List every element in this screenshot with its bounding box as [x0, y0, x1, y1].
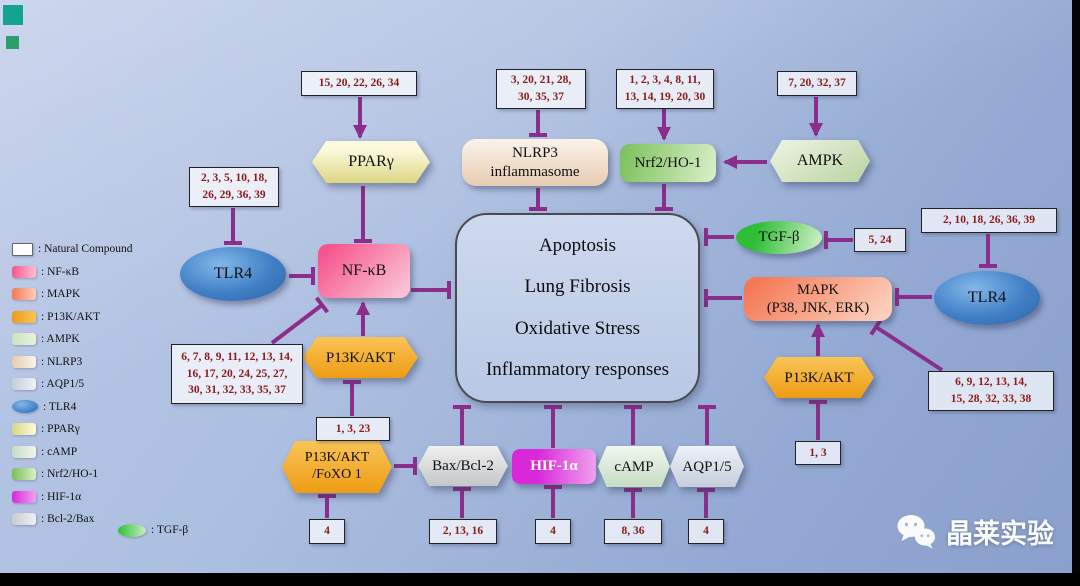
- legend-label: : Natural Compound: [38, 243, 133, 255]
- legend-item-aqp1-5: : AQP1/5: [12, 378, 133, 390]
- legend-label: : NLRP3: [41, 355, 83, 368]
- legend-label: : HIF-1α: [41, 490, 82, 503]
- bottom-black-bar: [0, 573, 1080, 586]
- node-pi3k-akt-left-label: P13K/AKT: [303, 337, 418, 378]
- compound-box-hif: 4: [535, 519, 571, 544]
- legend-label: : NF-κB: [41, 265, 80, 278]
- compound-box-nfkb: 6, 7, 8, 9, 11, 12, 13, 14, 16, 17, 20, …: [171, 344, 303, 404]
- legend-item-pparg: : PPARγ: [12, 423, 133, 435]
- legend-label: : P13K/AKT: [41, 310, 101, 323]
- compound-box-bax: 2, 13, 16: [429, 519, 497, 544]
- node-pi3k-akt-left: P13K/AKT: [303, 337, 418, 378]
- node-tlr4-right: TLR4: [934, 271, 1040, 325]
- outcome-apoptosis: Apoptosis: [538, 234, 617, 256]
- legend-label: : cAMP: [41, 445, 78, 458]
- nfkb-swatch: [12, 265, 36, 278]
- camp-swatch: [12, 445, 36, 458]
- corner-marker-bottom: [6, 36, 19, 49]
- node-mapk: MAPK (P38, JNK, ERK): [744, 277, 892, 321]
- aqp-swatch: [12, 378, 36, 390]
- pparg-swatch: [12, 423, 36, 435]
- compound-box-tgfb: 5, 24: [854, 228, 906, 252]
- node-camp: cAMP: [598, 446, 670, 487]
- legend-item-ampk: : AMPK: [12, 333, 133, 345]
- mapk-swatch: [12, 288, 36, 300]
- node-pi3k-akt-right-label: P13K/AKT: [764, 357, 874, 398]
- tlr4-swatch: [12, 400, 38, 413]
- compound-box-nlrp3: 3, 20, 21, 28, 30, 35, 37: [496, 69, 586, 109]
- node-nrf2-ho1: Nrf2/HO-1: [620, 144, 716, 182]
- node-pi3k-akt-right: P13K/AKT: [764, 357, 874, 398]
- compound-box-pi3k-left: 1, 3, 23: [316, 417, 390, 441]
- legend-label: : AQP1/5: [41, 378, 85, 390]
- nlrp3-swatch: [12, 355, 36, 368]
- compound-box-pparg: 15, 20, 22, 26, 34: [301, 71, 417, 96]
- legend-label: : TLR4: [43, 400, 77, 413]
- legend-item-natural-compound: : Natural Compound: [12, 242, 133, 256]
- legend-item-bcl2-bax: : Bcl-2/Bax: [12, 513, 133, 525]
- legend-item-nrf2-ho1: : Nrf2/HO-1: [12, 468, 133, 480]
- legend-label: : MAPK: [41, 288, 81, 300]
- legend-item-pi3k-akt: : P13K/AKT: [12, 310, 133, 323]
- edge-compounds-inhibit-mapk: [869, 318, 944, 372]
- legend-label: : PPARγ: [41, 423, 80, 435]
- node-ampk-label: AMPK: [770, 140, 870, 182]
- node-hif1a: HIF-1α: [512, 449, 596, 484]
- legend-item-tlr4: : TLR4: [12, 400, 133, 413]
- legend-item-nfkb: : NF-κB: [12, 265, 133, 278]
- node-tlr4-left: TLR4: [180, 247, 286, 301]
- node-pparg-label: PPARγ: [312, 141, 430, 183]
- outcome-oxidative-stress: Oxidative Stress: [514, 317, 641, 339]
- node-aqp1-5-label: AQP1/5: [670, 446, 744, 487]
- node-bax-bcl2: Bax/Bcl-2: [418, 446, 508, 486]
- node-camp-label: cAMP: [598, 446, 670, 487]
- outcome-lung-fibrosis: Lung Fibrosis: [524, 276, 631, 298]
- compound-box-mapk: 6, 9, 12, 13, 14, 15, 28, 32, 33, 38: [928, 371, 1054, 411]
- node-pparg: PPARγ: [312, 141, 430, 183]
- pi3k-swatch: [12, 310, 36, 323]
- legend-label: : Nrf2/HO-1: [41, 468, 99, 480]
- compound-box-camp: 8, 36: [604, 519, 662, 544]
- legend-label: : Bcl-2/Bax: [41, 513, 95, 525]
- legend-item-nlrp3: : NLRP3: [12, 355, 133, 368]
- hif-swatch: [12, 490, 36, 503]
- legend-item-hif1a: : HIF-1α: [12, 490, 133, 503]
- compound-box-aqp: 4: [688, 519, 724, 544]
- ampk-swatch: [12, 333, 36, 345]
- legend: : Natural Compound : NF-κB : MAPK : P13K…: [12, 242, 133, 525]
- compound-box-foxo: 4: [309, 519, 345, 544]
- node-pi3k-akt-foxo1-label: P13K/AKT /FoXO 1: [282, 441, 392, 493]
- node-pi3k-akt-foxo1: P13K/AKT /FoXO 1: [282, 441, 392, 493]
- watermark-text: 晶莱实验: [946, 519, 1054, 549]
- wechat-icon: [897, 514, 935, 548]
- node-ampk: AMPK: [770, 140, 870, 182]
- legend-item-mapk: : MAPK: [12, 288, 133, 300]
- node-aqp1-5: AQP1/5: [670, 446, 744, 487]
- nrf2-swatch: [12, 468, 36, 480]
- bcl2-bax-swatch: [12, 513, 36, 525]
- natural-compound-swatch: [12, 242, 33, 256]
- compound-box-tlr4-left: 2, 3, 5, 10, 18, 26, 29, 36, 39: [189, 167, 279, 207]
- outcome-inflammatory-responses: Inflammatory responses: [485, 359, 670, 381]
- right-black-bar: [1072, 0, 1080, 586]
- compound-box-ampk: 7, 20, 32, 37: [777, 71, 857, 96]
- tgfb-swatch: [118, 523, 146, 537]
- corner-marker-top: [3, 5, 23, 25]
- legend-item-camp: : cAMP: [12, 445, 133, 458]
- watermark: 晶莱实验: [895, 512, 1054, 551]
- node-bax-bcl2-label: Bax/Bcl-2: [418, 446, 508, 486]
- outcome-box: Apoptosis Lung Fibrosis Oxidative Stress…: [455, 213, 700, 403]
- compound-box-nrf2: 1, 2, 3, 4, 8, 11, 13, 14, 19, 20, 30: [616, 69, 714, 109]
- node-nfkb: NF-κB: [318, 244, 410, 298]
- legend-label: : TGF-β: [151, 524, 189, 536]
- node-tgfb: TGF-β: [736, 221, 822, 254]
- legend-label: : AMPK: [41, 333, 80, 345]
- compound-box-pi3k-right: 1, 3: [795, 441, 841, 465]
- legend-item-tgfb: : TGF-β: [118, 523, 189, 537]
- node-nlrp3: NLRP3 inflammasome: [462, 139, 608, 186]
- compound-box-tlr4-right: 2, 10, 18, 26, 36, 39: [921, 208, 1057, 233]
